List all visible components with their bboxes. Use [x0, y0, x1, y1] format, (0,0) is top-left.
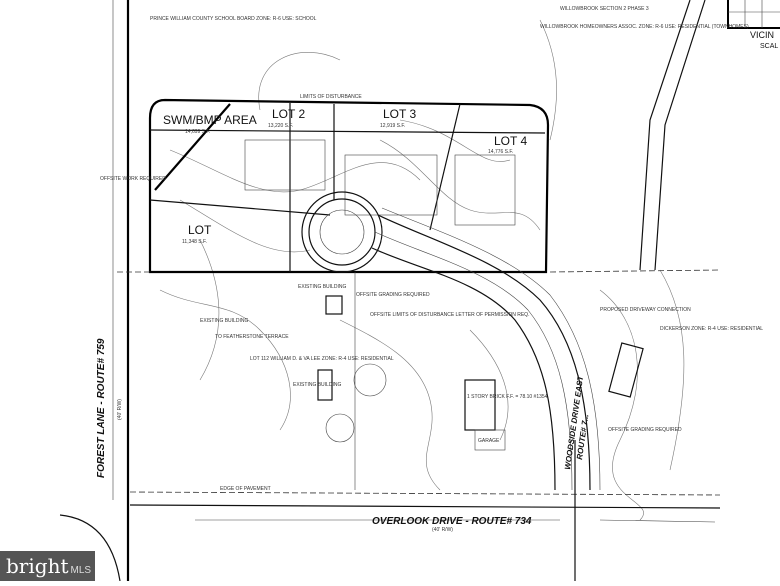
overlook-drive-label: OVERLOOK DRIVE - ROUTE# 734 — [372, 516, 532, 527]
lot-4-area: 14,776 S.F. — [488, 149, 513, 155]
lot-2-label: LOT 2 — [272, 107, 305, 121]
scale-label: SCAL — [760, 43, 778, 50]
existing-building-label: EXISTING BUILDING — [293, 382, 341, 388]
offsite-grading-note: OFFSITE GRADING REQUIRED — [356, 292, 430, 298]
vicinity-map — [727, 0, 780, 29]
offsite-limits-note: OFFSITE LIMITS OF DISTURBANCE LETTER OF … — [370, 312, 529, 318]
featherstone-note: TO FEATHERSTONE TERRACE — [215, 334, 289, 340]
lot-4-label: LOT 4 — [494, 134, 527, 148]
watermark-brand: bright — [6, 554, 69, 578]
forest-lane-label: FOREST LANE - ROUTE# 759 — [96, 338, 107, 478]
house-label: 1 STORY BRICK F.F. = 78.10 #1354 — [467, 394, 548, 400]
overlook-centerline — [129, 504, 721, 509]
school-board-label: PRINCE WILLIAM COUNTY SCHOOL BOARD ZONE:… — [150, 16, 317, 22]
lot-3-label: LOT 3 — [383, 107, 416, 121]
lot-1-area: 11,348 S.F. — [182, 239, 207, 245]
garage-label: GARAGE — [478, 438, 500, 444]
limits-disturbance-note: LIMITS OF DISTURBANCE — [300, 94, 362, 100]
edge-of-pavement-label: EDGE OF PAVEMENT — [220, 486, 271, 492]
lot-2-area: 13,220 S.F. — [268, 123, 293, 129]
contour-lines — [159, 19, 685, 521]
vicinity-label: VICIN — [750, 30, 774, 40]
overlook-drive-row: (40' R/W) — [432, 527, 453, 533]
lot-1-label: LOT — [188, 223, 212, 237]
forest-lane-row: (40' R/W) — [117, 399, 123, 420]
lot-swm-area: 14,699 S.F. — [185, 129, 210, 135]
offsite-work-note: OFFSITE WORK REQUIRED — [100, 176, 166, 182]
proposed-driveway-note: PROPOSED DRIVEWAY CONNECTION — [600, 307, 691, 313]
willowbrook-hoa-label: WILLOWBROOK HOMEOWNERS ASSOC. ZONE: R-6 … — [540, 24, 749, 30]
cul-de-sac-road — [301, 191, 601, 491]
watermark-suffix: MLS — [70, 565, 92, 576]
lot-swm-label: SWM/BMP AREA — [163, 113, 257, 127]
lot-112-label: LOT 112 WILLIAM D. & VA LEE ZONE: R-4 US… — [250, 356, 394, 362]
willowbrook-label: WILLOWBROOK SECTION 2 PHASE 3 — [560, 6, 649, 12]
offsite-grading-note: OFFSITE GRADING REQUIRED — [608, 427, 682, 433]
existing-building-label: EXISTING BUILDING — [200, 318, 248, 324]
lot-3-area: 12,919 S.F. — [380, 123, 405, 129]
property-boundary — [148, 98, 550, 274]
existing-building-label: EXISTING BUILDING — [298, 284, 346, 290]
dickerson-label: DICKERSON ZONE: R-4 USE: RESIDENTIAL — [660, 326, 763, 332]
